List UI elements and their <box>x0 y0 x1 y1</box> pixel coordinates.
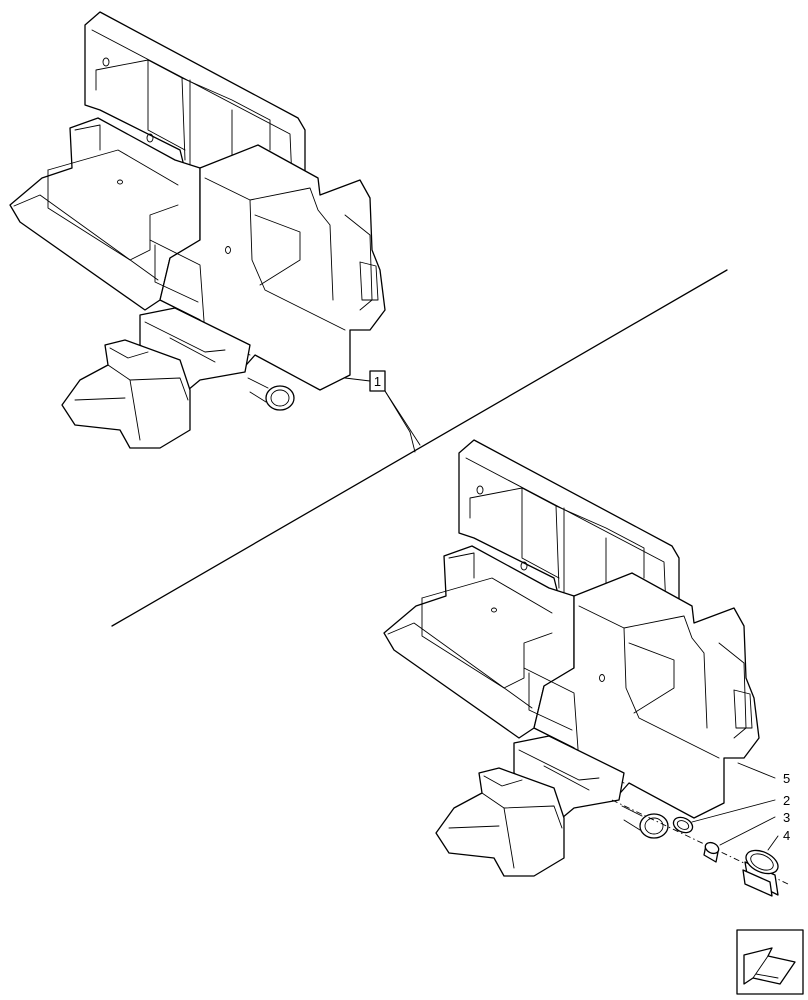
callout-5-label: 5 <box>783 771 790 786</box>
upper-bracket-assembly <box>9 11 386 449</box>
callout-1-label: 1 <box>374 374 381 389</box>
lower-bracket-assembly <box>383 439 760 877</box>
callout-4: 4 <box>767 828 790 851</box>
exploded-parts <box>611 799 791 897</box>
callout-5: 5 <box>737 762 790 786</box>
clip-ring-part <box>672 816 694 834</box>
sleeve-part <box>742 849 779 897</box>
next-page-arrow-icon[interactable] <box>736 929 804 995</box>
divider-line <box>111 269 728 627</box>
callout-2: 2 <box>691 793 790 823</box>
callout-4-label: 4 <box>783 828 790 843</box>
callout-1: 1 <box>344 370 421 453</box>
bushing-part <box>703 841 720 863</box>
callout-3-label: 3 <box>783 810 790 825</box>
callout-2-label: 2 <box>783 793 790 808</box>
callout-3: 3 <box>719 810 790 846</box>
